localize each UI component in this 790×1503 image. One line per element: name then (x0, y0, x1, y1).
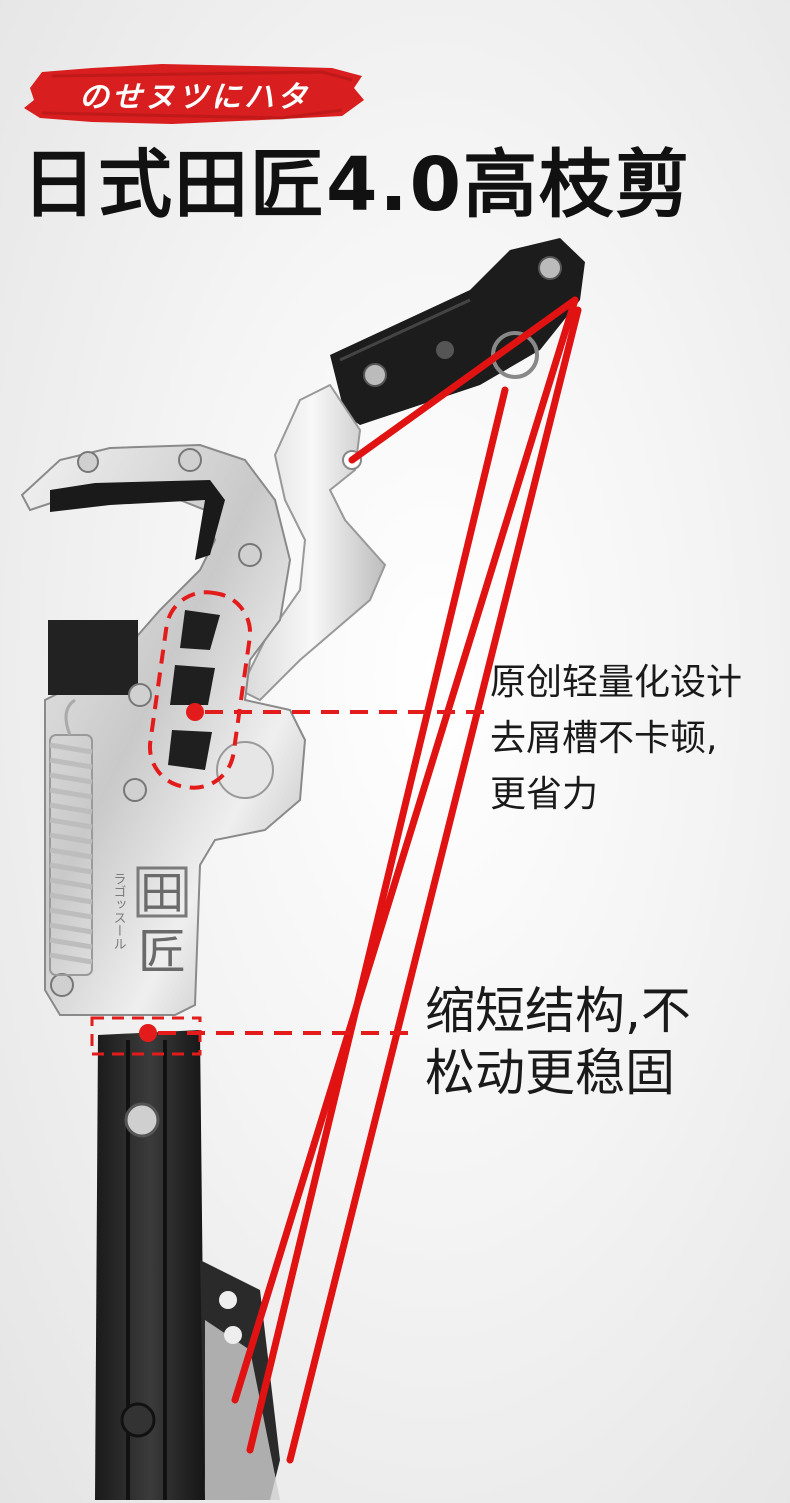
callout-short-structure: 缩短结构,不 松动更稳固 (425, 980, 691, 1104)
callout-line: 去屑槽不卡顿, (490, 718, 718, 759)
callout-line: 松动更稳固 (425, 1044, 675, 1102)
screw-icon (50, 973, 74, 997)
screw-icon (77, 451, 99, 473)
pulley-arm (330, 238, 585, 425)
callout-debris-groove: 原创轻量化设计 去屑槽不卡顿, 更省力 (490, 655, 742, 823)
black-plate (48, 620, 138, 695)
page-title: 日式田匠4.0高枝剪 (22, 142, 692, 228)
brand-sub-text: ラゴッスール (111, 872, 126, 950)
screw-icon (238, 543, 262, 567)
screw-icon (124, 1102, 160, 1138)
brand-mark-tian: 田 (140, 868, 184, 919)
screw-icon (123, 778, 147, 802)
callout-marker-structure (90, 1016, 415, 1056)
brand-mark: 田 匠 (136, 866, 188, 980)
brand-mark-jiang: 匠 (138, 924, 186, 980)
screw-icon (363, 363, 387, 387)
callout-line: 更省力 (490, 774, 599, 815)
callout-line: 原创轻量化设计 (490, 662, 743, 703)
brush-stroke-icon (24, 64, 364, 124)
pull-rope (231, 296, 582, 1464)
badge-text: のせヌツにハタ (79, 80, 310, 115)
brush-badge: のせヌツにハタ (22, 58, 367, 130)
pivot-bolt-icon (216, 741, 274, 799)
screw-icon (178, 448, 202, 472)
screw-icon (538, 256, 562, 280)
handle (95, 1030, 280, 1500)
screw-icon (120, 1402, 156, 1438)
callout-marker-debris (147, 590, 485, 790)
screw-icon (128, 683, 152, 707)
callout-line: 缩短结构,不 (425, 982, 691, 1040)
spring-icon (49, 698, 93, 976)
